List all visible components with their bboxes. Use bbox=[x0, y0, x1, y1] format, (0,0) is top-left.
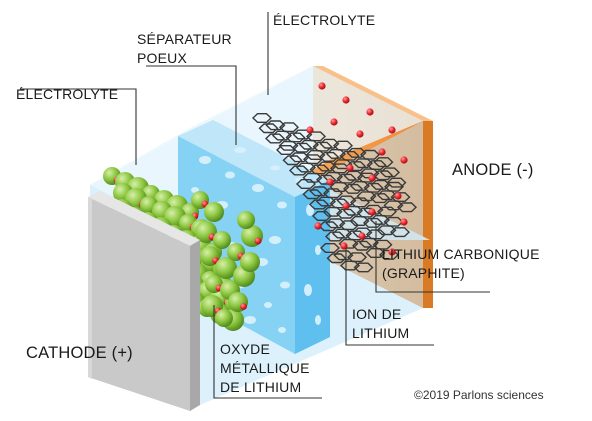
lithium-ion bbox=[254, 237, 262, 245]
lithium-ion bbox=[388, 248, 396, 256]
graphite-layers bbox=[251, 113, 418, 273]
leader-graphite bbox=[375, 221, 490, 293]
metal-oxide-particle bbox=[215, 257, 237, 279]
label-graphite: LITHIUM CARBONIQUE (GRAPHITE) bbox=[382, 246, 540, 281]
leader-metal-oxide bbox=[213, 305, 322, 399]
lithium-ion bbox=[330, 118, 338, 126]
lithium-ion bbox=[240, 303, 247, 310]
lithium-ion bbox=[366, 108, 374, 116]
label-anode: ANODE (-) bbox=[452, 161, 534, 179]
metal-oxide-particle bbox=[215, 309, 233, 327]
label-lithium-ion: ION DE LITHIUM bbox=[352, 306, 410, 341]
copyright-text: ©2019 Parlons sciences bbox=[414, 388, 544, 402]
leader-lines bbox=[20, 12, 490, 399]
lithium-ion bbox=[368, 208, 376, 216]
lithium-ion bbox=[326, 178, 334, 186]
lithium-ion bbox=[342, 96, 350, 104]
lithium-ion bbox=[356, 130, 364, 138]
lithium-ion bbox=[388, 126, 396, 134]
lithium-ion bbox=[318, 82, 326, 90]
metal-oxide-particle bbox=[240, 252, 260, 272]
label-cathode: CATHODE (+) bbox=[26, 344, 133, 362]
lithium-ion bbox=[314, 222, 322, 230]
metal-oxide-particle bbox=[237, 211, 255, 229]
graphite-sheet-4 bbox=[311, 211, 400, 260]
label-metal-oxide: OXYDE MÉTALLIQUE DE LITHIUM bbox=[220, 341, 310, 395]
lithium-ion bbox=[400, 156, 408, 164]
label-electrolyte-top: ÉLECTROLYTE bbox=[273, 12, 376, 28]
leader-lithium-ion bbox=[345, 248, 434, 346]
lithium-ion bbox=[340, 242, 348, 250]
lithium-ion bbox=[378, 148, 386, 156]
graphite-sheet-5 bbox=[319, 243, 374, 273]
lithium-ion bbox=[368, 174, 376, 182]
lithium-ion bbox=[306, 126, 314, 134]
lithium-ion bbox=[346, 164, 354, 172]
leader-separator bbox=[146, 65, 237, 145]
lithium-ion bbox=[342, 202, 350, 210]
label-electrolyte-left: ÉLECTROLYTE bbox=[16, 86, 119, 102]
cathode-plate bbox=[88, 191, 200, 411]
metal-oxide-particle bbox=[213, 231, 231, 249]
lithium-ion bbox=[358, 232, 366, 240]
anode-lithium-ions bbox=[306, 82, 408, 256]
lithium-ion bbox=[400, 218, 408, 226]
metal-oxide-particle bbox=[204, 202, 224, 222]
graphite-sheet-2 bbox=[275, 145, 418, 213]
lithium-ion bbox=[394, 192, 402, 200]
leader-electrolyte-left bbox=[20, 88, 137, 165]
label-separator: SÉPARATEUR POEUX bbox=[137, 31, 232, 66]
